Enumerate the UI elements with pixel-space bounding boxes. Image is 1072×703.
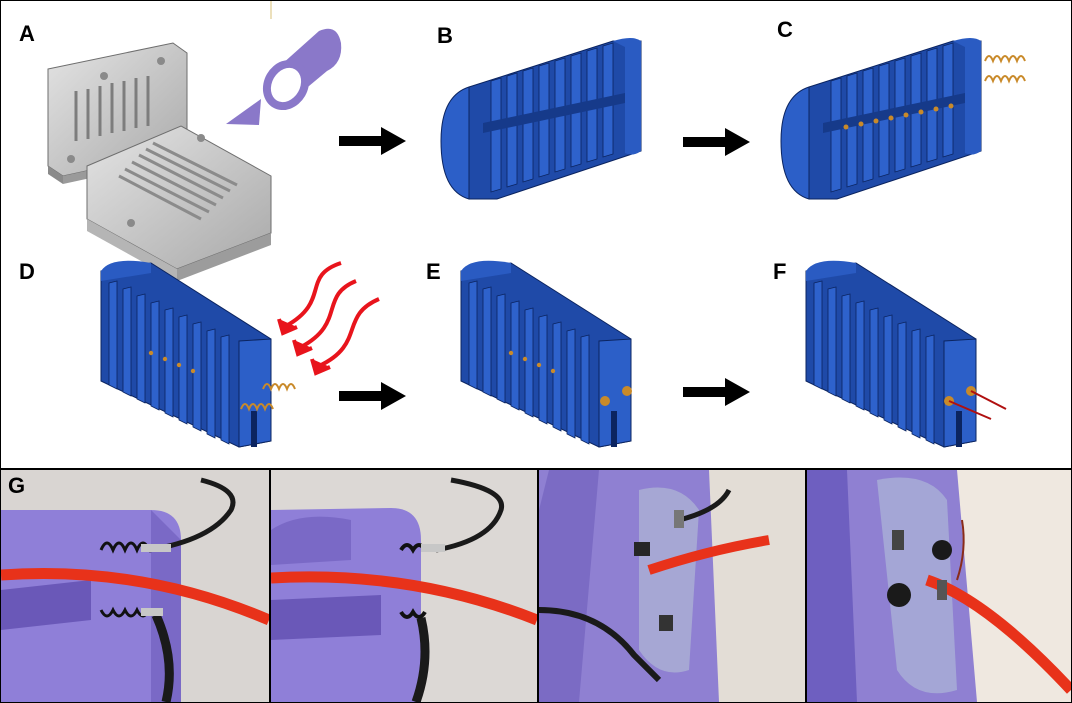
copper-spring-icon (984, 55, 1026, 84)
schematic-drawing (47, 1, 1026, 448)
panel-label-f: F (773, 259, 787, 284)
blue-part-icon (440, 38, 642, 200)
panel-label-a: A (19, 21, 35, 46)
blue-part-icon (100, 260, 272, 448)
heat-wave-arrows-icon (277, 261, 380, 376)
row-divider (1, 468, 1071, 470)
blue-part-icon (780, 38, 982, 200)
panel-label-b: B (437, 23, 453, 48)
process-arrow-icon (339, 127, 750, 410)
photo-coiled-wires (1, 470, 269, 702)
copper-spring-icon (240, 383, 296, 412)
photo-separator (537, 470, 539, 702)
mold-halves-icon (47, 42, 272, 281)
filament-tube-icon (226, 1, 342, 125)
panel-label-g: G (8, 473, 26, 498)
panel-label-d: D (19, 259, 35, 284)
panel-label-e: E (426, 259, 441, 284)
photo-glued-side (539, 470, 805, 702)
red-wire-icon (948, 390, 1007, 420)
photo-compressed-springs (271, 470, 537, 702)
blue-part-icon (805, 260, 977, 448)
panel-label-c: C (777, 17, 793, 42)
photo-separator (269, 470, 271, 702)
blue-part-icon (460, 260, 632, 448)
photo-glued-closeup (807, 470, 1071, 702)
photo-separator (805, 470, 807, 702)
